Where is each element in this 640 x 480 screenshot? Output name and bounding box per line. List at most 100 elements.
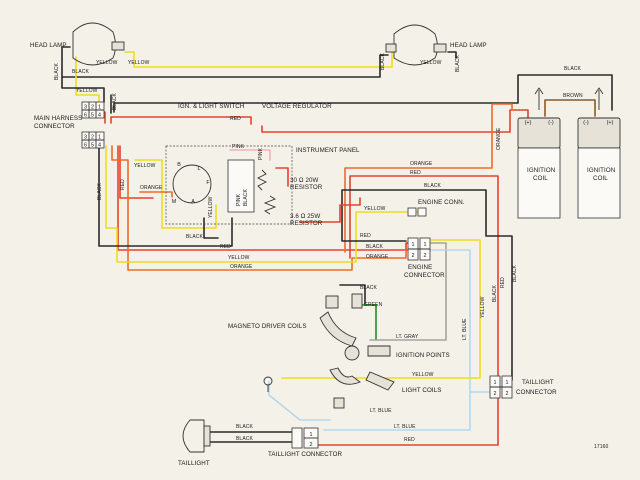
wire-black-top-coils [113, 74, 613, 113]
voltage-regulator: PINK BLACK [227, 159, 255, 213]
wire-label-brown: BROWN [563, 93, 583, 99]
svg-text:4: 4 [98, 113, 101, 119]
wire-red-to-coils [261, 109, 529, 133]
wire-label-yellow-8: YELLOW [228, 255, 250, 261]
wire-label-red-1: RED [230, 116, 241, 122]
wire-red-long-right [349, 175, 499, 381]
svg-text:1: 1 [494, 380, 497, 386]
wire-label-ltblue-1: LT. BLUE [462, 318, 468, 340]
svg-text:1: 1 [424, 242, 427, 248]
wire-red-taillight [317, 379, 499, 446]
wire-label-yellow-4: YELLOW [76, 88, 98, 94]
taillight [182, 419, 211, 453]
wire-label-black-12: BLACK [512, 265, 518, 282]
wire-label-red-3: RED [410, 170, 421, 176]
taillight-connector-right: 1 2 1 2 [489, 375, 513, 399]
label-main-harness-1: MAIN HARNESS [34, 115, 82, 122]
wire-label-yellow-3: YELLOW [420, 60, 442, 66]
main-harness-connector-bottom: 3 2 1 6 5 4 [81, 131, 105, 149]
wire-label-black-1: BLACK [54, 63, 60, 80]
wire-ltgray [369, 242, 447, 341]
svg-text:5: 5 [91, 113, 94, 119]
coil-arrow-left [534, 87, 544, 110]
wire-green [354, 304, 377, 341]
svg-text:(-): (-) [548, 120, 554, 126]
svg-text:B: B [177, 162, 181, 168]
wire-label-pink-2: PINK [258, 147, 264, 160]
wire-label-black-15: BLACK [236, 436, 253, 442]
svg-text:(+): (+) [525, 120, 532, 126]
wire-label-orange-2: ORANGE [140, 185, 163, 191]
wire-pink-regulator [229, 149, 271, 161]
wire-yellow-switch [134, 159, 217, 229]
wire-black-headlamps [61, 46, 389, 78]
label-taillight-connector-r1: TAILLIGHT [522, 379, 554, 386]
wire-label-ltblue-3: LT. BLUE [394, 424, 416, 430]
wire-label-black-14: BLACK [236, 424, 253, 430]
wire-ltblue-ground [268, 381, 331, 421]
wire-label-orange-1: ORANGE [496, 127, 502, 150]
wire-label-ltgray: LT. GRAY [396, 334, 419, 340]
wire-label-yellow-6: YELLOW [208, 196, 214, 218]
wire-label-black-13: BLACK [360, 285, 377, 291]
instrument-panel-outline [165, 145, 293, 225]
label-instrument-panel: INSTRUMENT PANEL [296, 147, 360, 154]
label-resistor-36-2: RESISTOR [290, 220, 323, 227]
wire-red-resistor [275, 167, 289, 187]
label-ignition-points: IGNITION POINTS [396, 352, 450, 359]
wire-label-pink-1: PINK [232, 144, 245, 150]
label-ign-switch: IGN. & LIGHT SWITCH [178, 103, 244, 110]
taillight-connector-bottom: 1 2 [291, 427, 319, 449]
wire-label-red-5: RED [360, 233, 371, 239]
wire-brown-coils [544, 99, 596, 117]
svg-text:(+): (+) [607, 120, 614, 126]
wire-label-orange-5: ORANGE [366, 254, 389, 260]
engine-connector: 1 2 1 2 [407, 237, 431, 261]
svg-text:L: L [198, 166, 201, 172]
wire-orange-to-coils [344, 103, 513, 253]
label-light-coils: LIGHT COILS [402, 387, 442, 394]
wire-label-black-7: BLACK [97, 183, 103, 200]
wire-label-ltblue-2: LT. BLUE [370, 408, 392, 414]
wire-label-green: GREEN [364, 302, 383, 308]
head-lamp-right [385, 24, 447, 66]
figure-number: 17160 [594, 444, 609, 450]
label-magneto-driver-coils: MAGNETO DRIVER COILS [228, 323, 307, 330]
label-head-lamp-right: HEAD LAMP [450, 42, 487, 49]
wire-label-yellow-2: YELLOW [128, 60, 150, 66]
svg-text:F: F [206, 180, 210, 186]
label-coil-left-1: IGNITION [527, 167, 555, 174]
svg-text:4: 4 [98, 143, 101, 149]
coil-arrow-right [594, 87, 604, 110]
ignition-coil-right: (-) (+) [577, 117, 621, 219]
svg-text:2: 2 [310, 442, 313, 448]
label-coil-right-2: COIL [593, 175, 608, 182]
svg-text:PINK: PINK [236, 193, 242, 206]
wire-orange-main [111, 145, 411, 271]
engine-conn-small [407, 207, 427, 217]
svg-text:M: M [172, 199, 177, 205]
wire-label-yellow-9: YELLOW [480, 296, 486, 318]
ign-light-switch: B L M A F [172, 162, 212, 205]
label-engine-connector-2: CONNECTOR [404, 272, 445, 279]
label-resistor-30-1: 30 Ω 20W [290, 177, 319, 184]
wire-label-yellow-7: YELLOW [364, 206, 386, 212]
wire-yellow-main [105, 145, 409, 263]
label-coil-right-1: IGNITION [587, 167, 615, 174]
wire-label-black-5: BLACK [112, 93, 118, 110]
wire-label-red-2: RED [120, 179, 126, 190]
wire-red-main-loop [119, 145, 154, 199]
label-resistor-30-2: RESISTOR [290, 184, 323, 191]
wire-label-black-4: BLACK [455, 55, 461, 72]
wire-black-headlamp-drop [61, 76, 105, 103]
svg-text:1: 1 [98, 135, 101, 141]
svg-text:3: 3 [84, 135, 87, 141]
wire-red-resistor-out [299, 197, 361, 223]
magneto-driver-coils [319, 293, 363, 347]
main-harness-connector-top: 3 2 1 6 5 4 [81, 101, 105, 119]
wire-label-black-11: BLACK [492, 285, 498, 302]
svg-text:1: 1 [506, 380, 509, 386]
svg-text:6: 6 [84, 113, 87, 119]
head-lamp-left [72, 22, 125, 66]
wire-yellow-headlamps [124, 49, 393, 68]
